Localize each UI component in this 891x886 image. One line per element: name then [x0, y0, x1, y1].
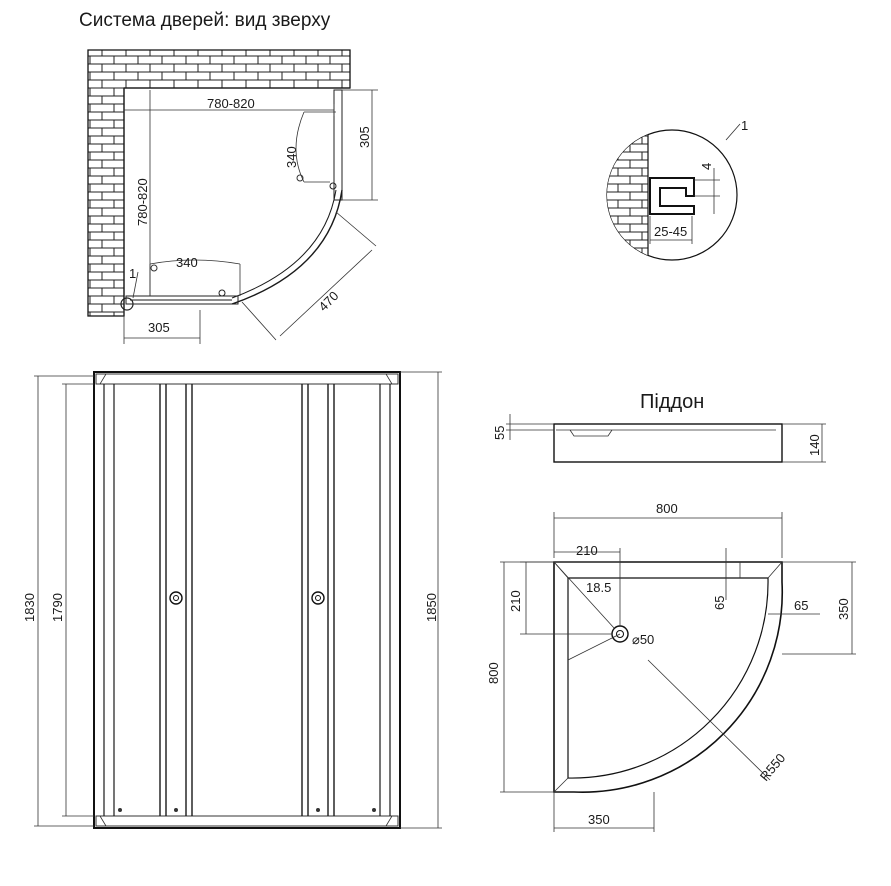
handle-right-icon [311, 591, 325, 605]
dim-width-label: 780-820 [207, 96, 255, 111]
dim-door-left-label: 340 [176, 255, 198, 270]
dim-bottom-305-label: 305 [148, 320, 170, 335]
top-view-title: Система дверей: вид зверху [79, 10, 331, 31]
dim-tray-height-label: 140 [807, 434, 822, 456]
dim-corner-y-label: 210 [508, 590, 523, 612]
dim-opening-label: 470 [316, 288, 342, 314]
dim-drain-label: ⌀50 [632, 632, 654, 647]
detail-callout-label: 1 [741, 118, 748, 133]
profile-section [649, 177, 695, 215]
tray-inner [567, 577, 769, 779]
dim-door-top-label: 340 [284, 146, 299, 168]
dim-total-right-label: 1850 [424, 593, 439, 622]
handle-icon [218, 289, 226, 297]
dim-side-left-label: 800 [486, 662, 501, 684]
dim-diag-label: 18.5 [586, 580, 611, 595]
door-arc-outer [231, 189, 343, 305]
dim-inner-label: 1790 [50, 593, 65, 622]
top-view: 780-820 780-820 305 305 340 340 470 1 [87, 49, 378, 344]
wall-profile-right [333, 89, 343, 201]
dim-tray-width-label: 800 [656, 501, 678, 516]
corner-pivot-icon [120, 297, 134, 311]
brick-wall [87, 49, 351, 317]
tray-title: Піддон [640, 391, 704, 413]
dim-rim-top-label: 65 [712, 596, 727, 610]
door-arc-inner [231, 189, 337, 299]
tray-side [553, 423, 783, 463]
wall-profile-bottom [125, 295, 239, 305]
dim-right-305-label: 305 [357, 126, 372, 148]
handle-icon [329, 182, 337, 190]
dim-corner-x-label: 210 [576, 543, 598, 558]
profile-detail: 1 4 25-45 [606, 118, 748, 261]
dim-bottom-label: 350 [588, 812, 610, 827]
dim-total-left-label: 1830 [22, 593, 37, 622]
detail-range-label: 25-45 [654, 224, 687, 239]
front-view: 1830 1790 1850 [22, 371, 442, 829]
dim-rim-right-label: 65 [794, 598, 808, 613]
dim-height-label: 780-820 [135, 178, 150, 226]
door-swing-top [295, 111, 305, 183]
dim-side-right-label: 350 [836, 598, 851, 620]
detail-gap-label: 4 [699, 163, 714, 170]
handle-left-icon [169, 591, 183, 605]
dim-edge-label: 55 [492, 426, 507, 440]
tray-outline [553, 561, 784, 793]
dim-radius-label: R550 [757, 750, 788, 783]
tray-view: Піддон 55 140 [486, 391, 856, 832]
callout-1-label: 1 [129, 266, 136, 281]
door-swing-left [149, 259, 241, 265]
